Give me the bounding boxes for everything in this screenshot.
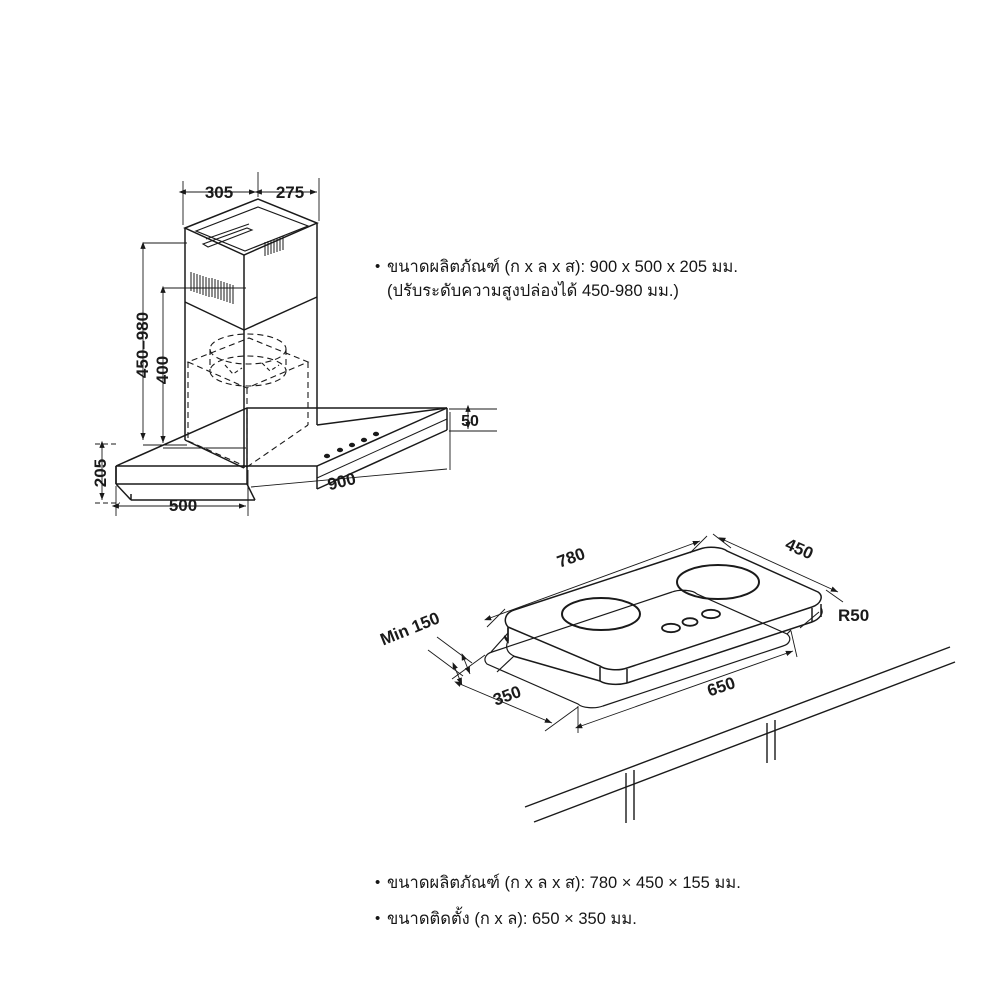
hood-spec-list: • ขนาดผลิตภัณฑ์ (ก x ล x ส): 900 x 500 x… (375, 256, 738, 304)
dim-min-clearance (427, 636, 473, 686)
dim-label-400: 400 (153, 356, 172, 384)
dim-label-350: 350 (491, 682, 524, 710)
dim-label-305: 305 (205, 183, 233, 202)
hood-duct-hidden-lines (186, 333, 310, 468)
hob-top-plate (503, 546, 823, 686)
hob-spec-list: • ขนาดผลิตภัณฑ์ (ก x ล x ส): 780 × 450 ×… (375, 872, 741, 932)
hood-spec-product-size: ขนาดผลิตภัณฑ์ (ก x ล x ส): 900 x 500 x 2… (387, 258, 739, 276)
hood-spec-item-2: (ปรับระดับความสูงปล่องได้ 450-980 มม.) (375, 280, 738, 304)
hob-control-knobs[interactable] (661, 608, 721, 634)
dim-label-650: 650 (705, 673, 738, 700)
dim-label-50: 50 (461, 413, 479, 430)
hob-cutout-projection (490, 629, 792, 673)
hob-spec-item-2: • ขนาดติดตั้ง (ก x ล): 650 × 350 มม. (375, 908, 741, 932)
hood-control-buttons[interactable] (323, 431, 380, 459)
hob-spec-product-size: ขนาดผลิตภัณฑ์ (ก x ล x ส): 780 × 450 × 1… (387, 874, 741, 892)
bullet-icon: • (375, 909, 381, 927)
dim-canopy-width (247, 412, 451, 500)
hood-spec-item-1: • ขนาดผลิตภัณฑ์ (ก x ล x ส): 900 x 500 x… (375, 256, 738, 280)
hob-spec-item-1: • ขนาดผลิตภัณฑ์ (ก x ล x ส): 780 × 450 ×… (375, 872, 741, 896)
dim-label-780: 780 (555, 544, 588, 572)
dim-label-205: 205 (91, 459, 110, 487)
dim-label-275: 275 (276, 183, 304, 202)
dim-label-500: 500 (169, 496, 197, 515)
dim-chimney-height (140, 241, 246, 449)
hob-spec-install-size: ขนาดติดตั้ง (ก x ล): 650 × 350 มม. (387, 909, 637, 928)
dim-canopy-thickness (449, 404, 497, 432)
dim-label-min-150: Min 150 (377, 608, 442, 649)
hood-chimney-lower (184, 297, 318, 469)
dim-cutout-width (575, 630, 798, 733)
bullet-icon: • (375, 874, 381, 891)
dim-label-900: 900 (326, 469, 358, 494)
hood-spec-chimney-range: (ปรับระดับความสูงปล่องได้ 450-980 มม.) (387, 281, 679, 300)
dim-label-R50: R50 (838, 606, 869, 625)
dim-hob-depth (712, 533, 844, 603)
dim-hob-width (484, 535, 708, 628)
chimney-vent-left (190, 272, 234, 304)
dim-label-450: 450 (782, 535, 816, 564)
dim-chimney-top (178, 172, 320, 225)
dim-corner-radius (799, 611, 820, 629)
chimney-vent-right (264, 236, 284, 256)
dim-label-450-980: 450–980 (133, 312, 152, 378)
hood-canopy (115, 407, 448, 501)
hood-chimney-upper (183, 198, 319, 331)
hob-burner-large (676, 564, 760, 600)
countertop (524, 646, 956, 823)
bullet-icon: • (375, 258, 381, 275)
